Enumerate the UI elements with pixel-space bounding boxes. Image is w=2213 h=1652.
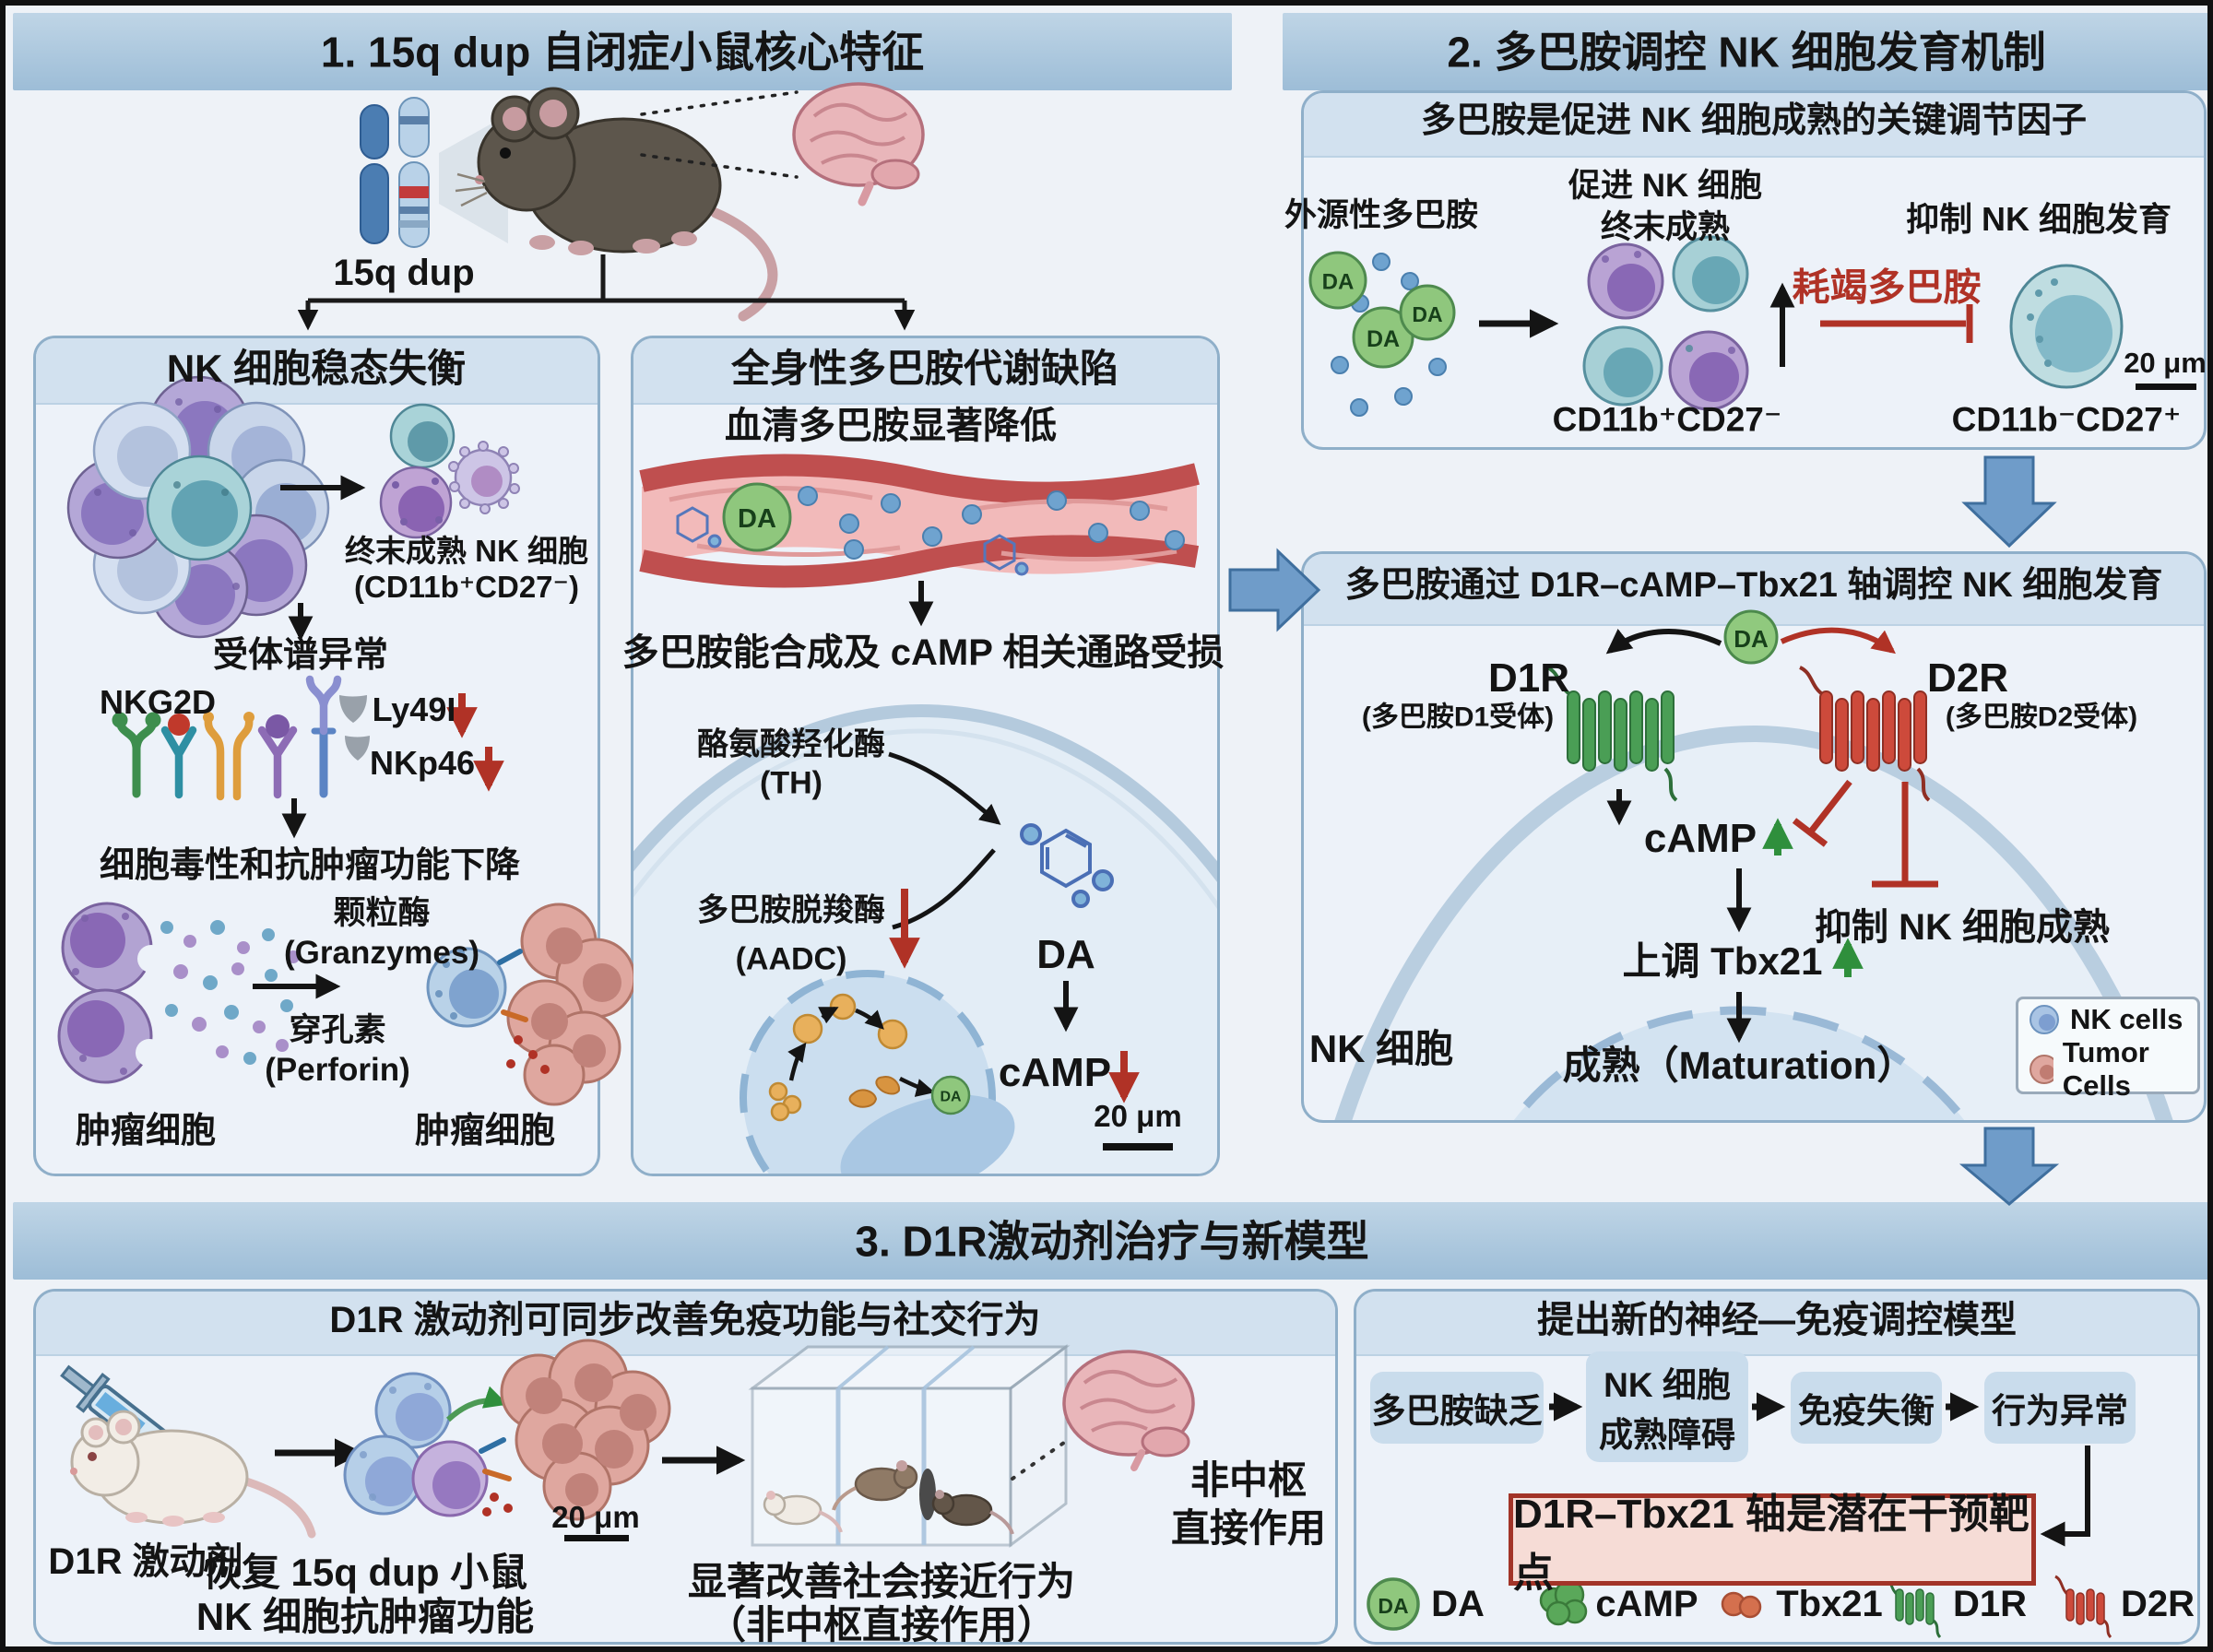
mature-nk-label-1: 终末成熟 NK 细胞 xyxy=(345,533,588,568)
tumor-cells-left-label: 肿瘤细胞 xyxy=(75,1112,217,1151)
target-label: D1R–Tbx21 轴是潜在干预靶点 xyxy=(1513,1492,2030,1596)
big-down-arrow-1 xyxy=(1961,455,2057,549)
social-line2: （非中枢直接作用） xyxy=(706,1602,1057,1646)
receptor-abnormal-label: 受体谱异常 xyxy=(212,636,389,676)
granzyme-cn: 颗粒酶 xyxy=(333,894,431,931)
box-nk-homeostasis xyxy=(33,336,600,1176)
chromosome-icon xyxy=(360,97,508,248)
legend-d1r-label: D1R xyxy=(1952,1584,2028,1624)
tumor-cells-right-label: 肿瘤细胞 xyxy=(414,1112,556,1151)
panel1-header-bar xyxy=(13,13,1232,90)
tbx21-label: 上调 Tbx21 xyxy=(1622,938,1823,983)
flow-1-line2: 成熟障碍 xyxy=(1599,1416,1735,1454)
legend-camp-label: cAMP xyxy=(1595,1584,1698,1624)
restore-line2: NK 细胞抗肿瘤功能 xyxy=(195,1594,535,1638)
legend-da-label: DA xyxy=(1431,1584,1485,1624)
nk-cell-legend-icon xyxy=(2030,1005,2059,1034)
camp-d-label: cAMP xyxy=(1643,815,1757,861)
panel2-title: 2. 多巴胺调控 NK 细胞发育机制 xyxy=(1447,28,2046,77)
panel2-header-bar xyxy=(1283,13,2207,90)
nkg2d-label: NKG2D xyxy=(99,683,217,722)
nk-cell-label: NK 细胞 xyxy=(1308,1026,1454,1070)
agonist-label: D1R 激动剂 xyxy=(48,1541,243,1582)
legend-d2r-label: D2R xyxy=(2120,1584,2195,1624)
ly49i-label: Ly49I xyxy=(372,690,456,729)
cell-legend: NK cells Tumor Cells xyxy=(2016,997,2200,1102)
target-box: D1R–Tbx21 轴是潜在干预靶点 xyxy=(1509,1492,2036,1596)
cd-mature-label: CD11b⁺CD27⁻ xyxy=(1552,400,1782,439)
camp-b-label: cAMP xyxy=(998,1049,1112,1095)
boxA-header: NK 细胞稳态失衡 xyxy=(166,346,467,390)
flow-box-da-deficiency: 多巴胺缺乏 xyxy=(1370,1372,1544,1444)
aadc-en: (AADC) xyxy=(735,941,847,977)
legend-tumor-row: Tumor Cells xyxy=(2028,1036,2188,1103)
d1r-sub-label: (多巴胺D1受体) xyxy=(1361,702,1555,733)
perforin-cn: 穿孔素 xyxy=(289,1011,386,1048)
promote-line2: 终末成熟 xyxy=(1600,208,1731,245)
brain-icon xyxy=(792,82,925,206)
social-line1: 显著改善社会接近行为 xyxy=(687,1559,1076,1603)
chromosome-label: 15q dup xyxy=(333,253,475,293)
serum-label: 血清多巴胺显著降低 xyxy=(725,406,1057,446)
legend-tbx21-label: Tbx21 xyxy=(1776,1584,1883,1624)
noncentral-line2: 直接作用 xyxy=(1170,1505,1327,1550)
exogenous-label: 外源性多巴胺 xyxy=(1284,196,1479,233)
legend-tumor-label: Tumor Cells xyxy=(2062,1036,2149,1102)
maturation-label: 成熟（Maturation） xyxy=(1562,1043,1916,1087)
boxE-header: D1R 激动剂可同步改善免疫功能与社交行为 xyxy=(329,1300,1041,1340)
boxD-header: 多巴胺通过 D1R–cAMP–Tbx21 轴调控 NK 细胞发育 xyxy=(1344,566,2163,606)
mature-nk-label-2: (CD11b⁺CD27⁻) xyxy=(354,569,579,604)
dashed-link-bottom xyxy=(640,153,799,179)
mouse-15qdup-icon xyxy=(455,87,778,322)
box-d1r-agonist xyxy=(33,1289,1338,1645)
pathway-label: 多巴胺能合成及 cAMP 相关通路受损 xyxy=(621,632,1225,673)
cd-immature-label: CD11b⁻CD27⁺ xyxy=(1951,400,2182,439)
aadc-cn: 多巴胺脱羧酶 xyxy=(697,892,885,928)
tumor-cell-legend-icon xyxy=(2030,1055,2053,1084)
flow-1-line1: NK 细胞 xyxy=(1604,1366,1731,1404)
flow-box-nk-maturation: NK 细胞 成熟障碍 xyxy=(1586,1351,1748,1462)
th-cn: 酪氨酸羟化酶 xyxy=(697,726,885,762)
dashed-link-top xyxy=(640,90,799,116)
granzyme-en: (Granzymes) xyxy=(283,934,480,971)
da-product-label: DA xyxy=(1036,931,1095,977)
legend-nk-label: NK cells xyxy=(2070,1003,2183,1035)
noncentral-line1: 非中枢 xyxy=(1189,1457,1308,1502)
restore-line1: 恢复 15q dup 小鼠 xyxy=(202,1550,528,1594)
perforin-en: (Perforin) xyxy=(265,1051,410,1088)
panel3-title: 3. D1R激动剂治疗与新模型 xyxy=(855,1217,1369,1266)
boxF-header: 提出新的神经—免疫调控模型 xyxy=(1537,1300,2017,1340)
th-en: (TH) xyxy=(760,765,822,801)
flow-0-line1: 多巴胺缺乏 xyxy=(1371,1392,1543,1430)
legend-nk-row: NK cells xyxy=(2028,1003,2188,1036)
deplete-label: 耗竭多巴胺 xyxy=(1792,266,1982,309)
panel3-header-bar xyxy=(13,1202,2207,1280)
boxC-header: 多巴胺是促进 NK 细胞成熟的关键调节因子 xyxy=(1420,101,2088,141)
d1r-label: D1R xyxy=(1487,655,1570,701)
d2r-sub-label: (多巴胺D2受体) xyxy=(1945,702,2138,733)
scale-label-e: 20 μm xyxy=(551,1499,640,1534)
inhibit-maturation-label: 抑制 NK 细胞成熟 xyxy=(1815,907,2110,948)
scale-label-b: 20 μm xyxy=(1094,1098,1182,1133)
promote-line1: 促进 NK 细胞 xyxy=(1568,167,1763,204)
flow-2-line1: 免疫失衡 xyxy=(1798,1392,1935,1430)
flow-box-immune-imbalance: 免疫失衡 xyxy=(1791,1372,1942,1444)
scale-bar-b xyxy=(1103,1143,1173,1150)
flow-3-line1: 行为异常 xyxy=(1992,1392,2128,1430)
panel1-title: 1. 15q dup 自闭症小鼠核心特征 xyxy=(320,28,925,77)
big-down-arrow-2 xyxy=(1959,1127,2060,1206)
d2r-label: D2R xyxy=(1926,655,2009,701)
boxB-header: 全身性多巴胺代谢缺陷 xyxy=(730,346,1119,390)
nkp46-label: NKp46 xyxy=(369,744,476,783)
box-da-key-regulator xyxy=(1301,90,2207,450)
flow-box-behavior: 行为异常 xyxy=(1984,1372,2136,1444)
scale-label-c: 20 μm xyxy=(2124,346,2207,379)
cytotoxicity-label: 细胞毒性和抗肿瘤功能下降 xyxy=(99,846,521,886)
inhibit-dev-label: 抑制 NK 细胞发育 xyxy=(1905,200,2172,239)
